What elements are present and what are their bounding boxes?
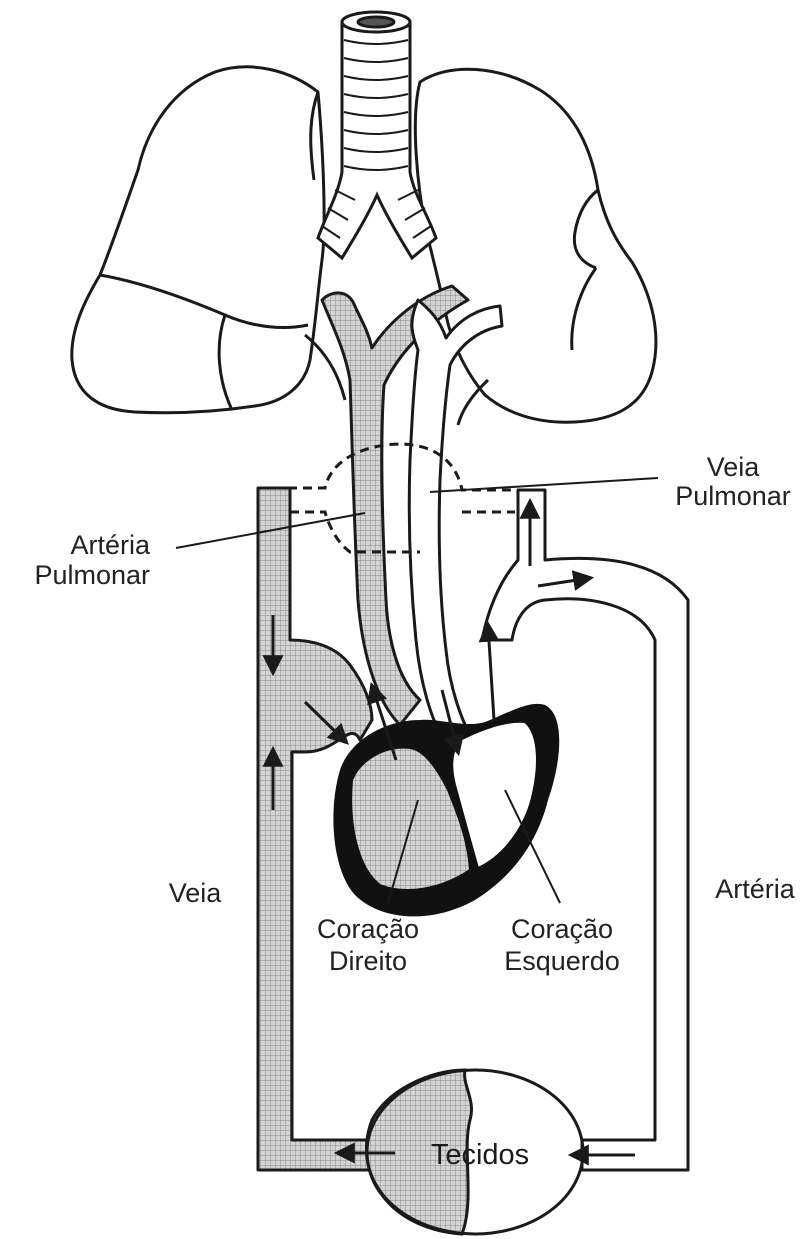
label-coracao-esquerdo-line2: Esquerdo <box>504 946 620 976</box>
label-arteria-pulmonar-line2: Pulmonar <box>34 560 150 590</box>
heart <box>333 704 559 917</box>
left-lung <box>72 67 324 413</box>
label-coracao-direito-line1: Coração <box>317 914 419 944</box>
label-tecidos: Tecidos <box>431 1139 529 1171</box>
right-lung <box>415 69 656 422</box>
label-veia-pulmonar-line2: Pulmonar <box>675 481 791 511</box>
label-veia: Veia <box>169 878 223 908</box>
label-veia-pulmonar-line1: Veia <box>707 452 761 482</box>
label-arteria: Artéria <box>715 874 796 904</box>
dashed-outline <box>258 444 525 552</box>
label-coracao-esquerdo-line1: Coração <box>511 914 613 944</box>
label-coracao-direito-line2: Direito <box>329 946 407 976</box>
label-arteria-pulmonar-line1: Artéria <box>70 530 151 560</box>
